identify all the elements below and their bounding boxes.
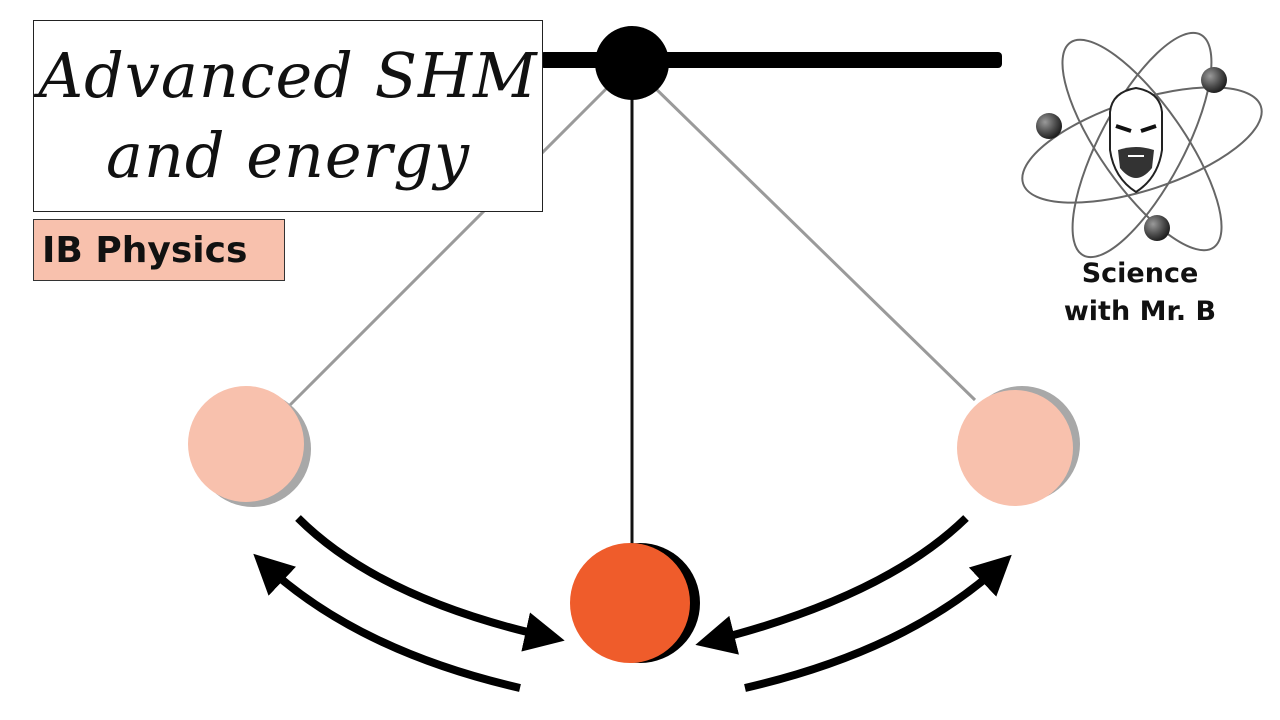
right-arrow-inner [695, 515, 969, 655]
center-bob [570, 543, 690, 663]
left-arrow-inner [295, 515, 565, 652]
electron-icon [1144, 215, 1170, 241]
right-arrow-outer [744, 554, 1012, 692]
brand-name: Science with Mr. B [1010, 255, 1270, 331]
atom-logo [1021, 31, 1263, 259]
title-line-1: Advanced SHM [38, 39, 538, 112]
left-bob [188, 386, 304, 502]
right-bob [957, 390, 1073, 506]
left-arrow-outer [253, 553, 521, 692]
course-tag: IB Physics [33, 219, 285, 281]
brand-line-2: with Mr. B [1063, 296, 1217, 327]
left-string [288, 83, 612, 407]
bearded-face-icon [1109, 86, 1163, 194]
electron-icon [1036, 113, 1062, 139]
brand-line-1: Science [1081, 258, 1199, 289]
right-string [650, 83, 977, 402]
title-line-2: and energy [106, 119, 470, 192]
title-box: Advanced SHM and energy [33, 20, 543, 212]
pivot [595, 26, 669, 100]
electron-icon [1201, 67, 1227, 93]
